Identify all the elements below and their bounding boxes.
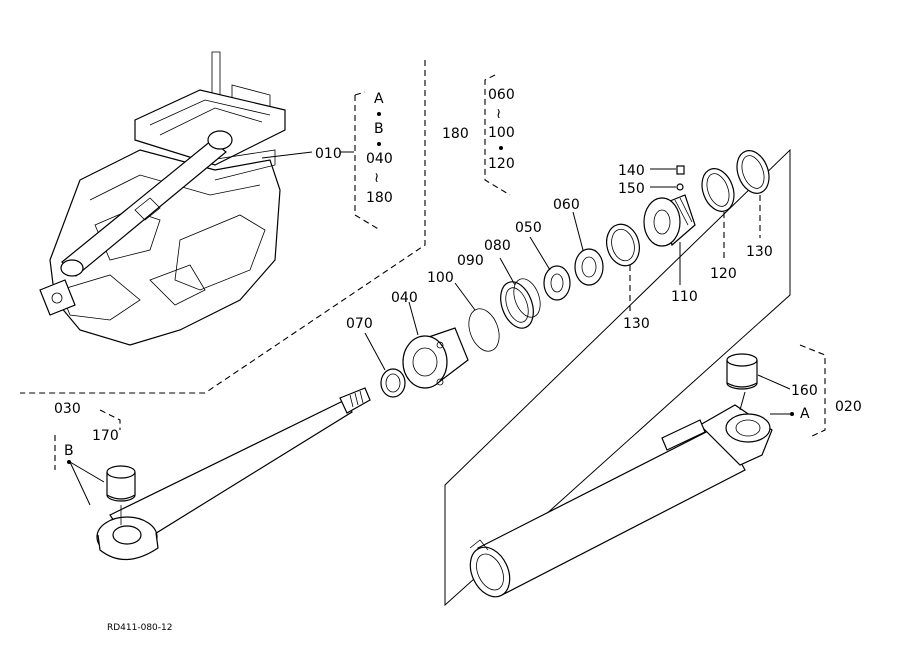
leader-marker-b (69, 461, 91, 506)
group-010-b: B (374, 121, 384, 137)
group-010-to: 180 (366, 190, 393, 206)
group-010-from: 040 (366, 151, 393, 167)
group-180-range: 060 ≀ 100 120 (488, 87, 515, 172)
piston-rod (96, 387, 371, 561)
callout-050: 050 (515, 220, 542, 236)
callout-010: 010 (315, 146, 342, 162)
callout-030: 030 (54, 401, 81, 417)
leader-010 (261, 151, 313, 159)
exploded-panel-border (444, 148, 791, 607)
callout-060: 060 (553, 197, 580, 213)
marker-a: A (800, 406, 810, 422)
group-180-from: 060 (488, 87, 515, 103)
callout-100: 100 (427, 270, 454, 286)
callout-180: 180 (442, 126, 469, 142)
group-010-tilde: ≀ (374, 170, 379, 186)
callout-020: 020 (835, 399, 862, 415)
callout-040: 040 (391, 290, 418, 306)
callout-130-upper: 130 (746, 244, 773, 260)
callout-170: 170 (92, 428, 119, 444)
dashed-boundaries (20, 60, 826, 470)
group-010-a: A (374, 91, 384, 107)
callout-120: 120 (710, 266, 737, 282)
tractor-frame-illustration (39, 51, 286, 346)
marker-b: B (64, 443, 74, 459)
callout-080: 080 (484, 238, 511, 254)
leader-170 (69, 461, 105, 483)
callout-160: 160 (791, 383, 818, 399)
group-180-to: 120 (488, 156, 515, 172)
group-010-range: A B 040 ≀ 180 (366, 91, 393, 206)
callout-110: 110 (671, 289, 698, 305)
gland-parts (364, 150, 770, 398)
callout-140: 140 (618, 163, 645, 179)
group-180-mid: 100 (488, 125, 515, 141)
callout-150: 150 (618, 181, 645, 197)
callout-070: 070 (346, 316, 373, 332)
cylinder-tube (469, 353, 791, 598)
callout-130-lower: 130 (623, 316, 650, 332)
group-180-tilde: ≀ (496, 106, 501, 122)
drawing-code: RD411-080-12 (107, 623, 173, 633)
callout-090: 090 (457, 253, 484, 269)
